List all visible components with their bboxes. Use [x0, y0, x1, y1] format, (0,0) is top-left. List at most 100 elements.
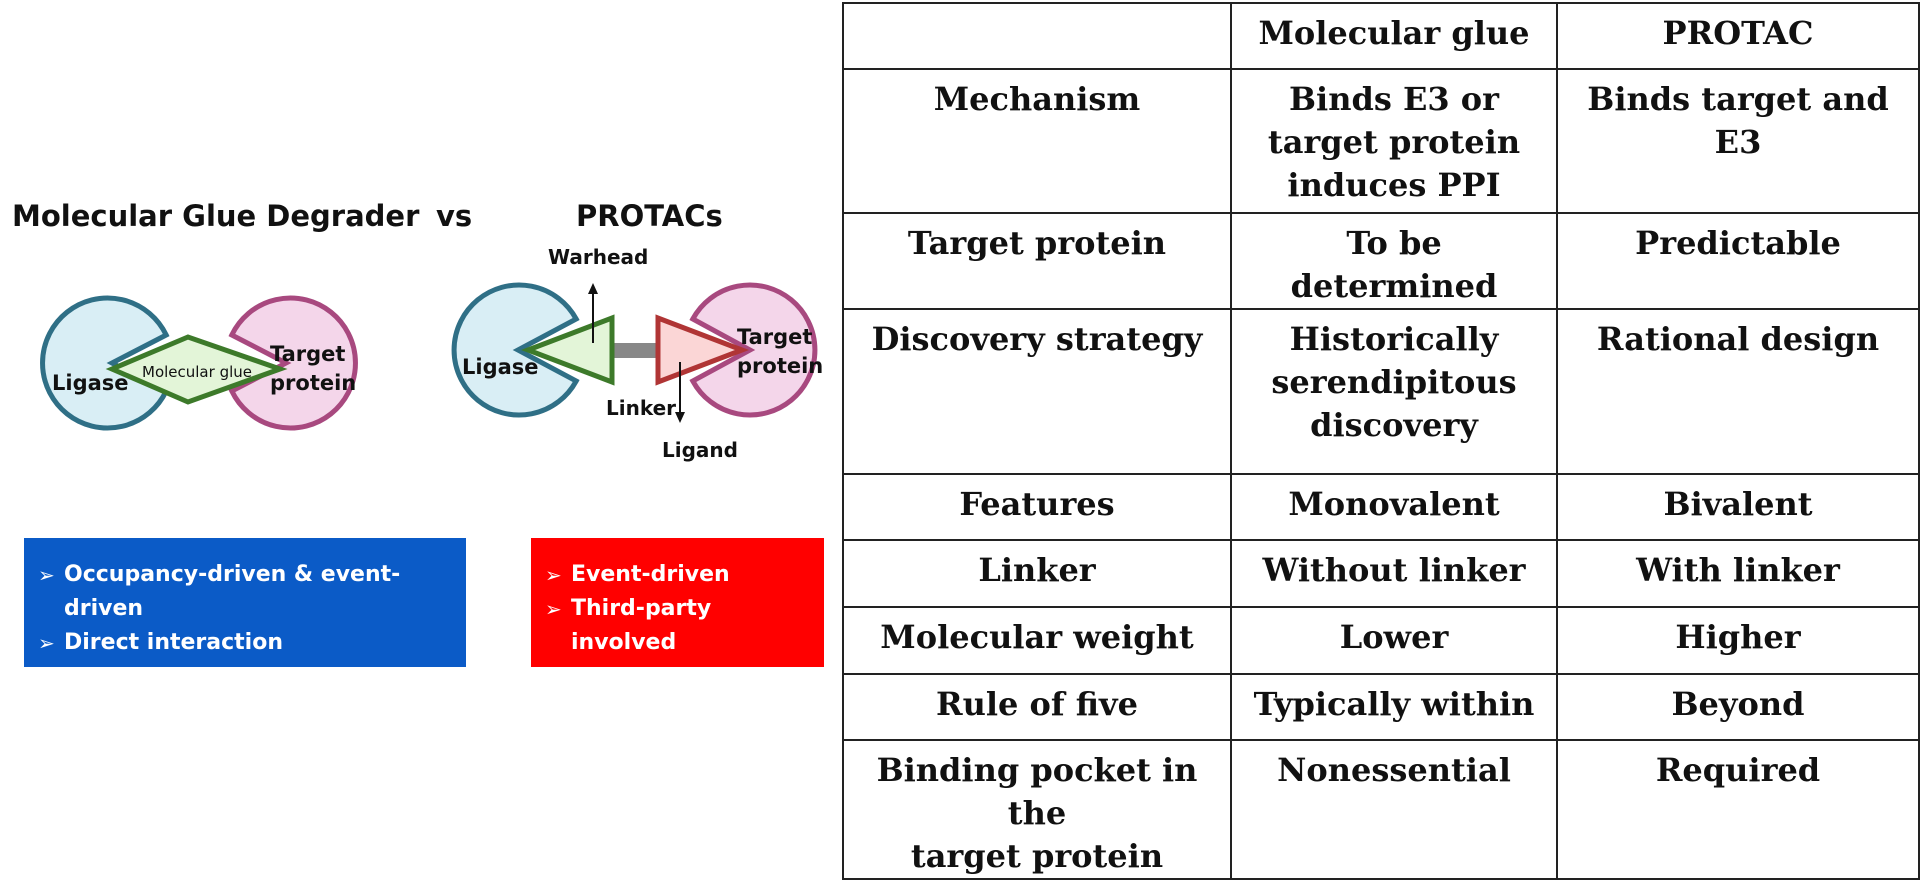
table-row: Linker Without linker With linker	[842, 539, 1920, 608]
glue-degrader-title: Molecular Glue Degrader	[12, 199, 420, 233]
glue-feature-item: ➢ Occupancy-driven & event- driven	[24, 558, 456, 626]
protac-cell: Binds target and E3	[1556, 68, 1920, 214]
molecular-glue-cell: Lower	[1230, 606, 1558, 675]
protac-cell-text: Higher	[1675, 618, 1801, 656]
protac-feature-text: Third-party	[571, 596, 712, 621]
protac-feature-text-cont: involved	[571, 630, 677, 655]
protac-warhead-shape	[520, 314, 615, 386]
protac-feature-item: ➢ Event-driven	[531, 558, 814, 592]
table-row: Mechanism Binds E3 or target protein induce…	[842, 68, 1920, 214]
row-label-cell: Molecular weight	[842, 606, 1232, 675]
row-label-cell-text: Molecular weight	[880, 618, 1194, 656]
bullet-arrow-icon: ➢	[545, 563, 562, 587]
protac-cell: Required	[1556, 739, 1920, 880]
protac-ligand-shape	[655, 314, 750, 386]
molecular-glue-cell-text: Binds E3 or	[1289, 80, 1499, 118]
glue-features-box: ➢ Occupancy-driven & event- driven ➢ Dir…	[24, 538, 466, 667]
protac-cell-text: Binds target and E3	[1587, 80, 1889, 161]
header-protac: PROTAC	[1556, 2, 1920, 70]
glue-features-list: ➢ Occupancy-driven & event- driven ➢ Dir…	[24, 558, 456, 660]
glue-molecule-label: Molecular glue	[142, 363, 252, 381]
glue-feature-text: Occupancy-driven & event-	[64, 562, 401, 587]
protac-feature-item: ➢ Third-party involved	[531, 592, 814, 660]
protac-cell: Bivalent	[1556, 473, 1920, 541]
table-row: Discovery strategy Historically serendipit…	[842, 308, 1920, 475]
row-label-cell-text: Rule of five	[936, 685, 1138, 723]
warhead-label: Warhead	[548, 245, 648, 269]
bullet-arrow-icon: ➢	[545, 597, 562, 621]
row-label-cell-text: target protein	[910, 837, 1164, 875]
protac-cell: Higher	[1556, 606, 1920, 675]
ligand-arrowhead	[675, 412, 685, 423]
protac-cell: Beyond	[1556, 673, 1920, 741]
molecular-glue-cell-text: discovery	[1310, 406, 1478, 444]
molecular-glue-cell: Typically within	[1230, 673, 1558, 741]
protac-ligase-shape	[451, 282, 580, 418]
row-label-cell: Linker	[842, 539, 1232, 608]
row-label-cell-text: Discovery strategy	[871, 320, 1203, 358]
molecular-glue-cell-text: To be determined	[1290, 224, 1498, 305]
protac-cell-text: Rational design	[1596, 320, 1880, 358]
table-row: Features Monovalent Bivalent	[842, 473, 1920, 541]
molecular-glue-cell-text: Without linker	[1262, 551, 1526, 589]
linker-label: Linker	[606, 396, 676, 420]
bullet-arrow-icon: ➢	[38, 631, 55, 655]
vs-label: vs	[436, 199, 472, 233]
protac-target-shape	[689, 282, 818, 418]
molecular-glue-cell: Without linker	[1230, 539, 1558, 608]
molecular-glue-cell-text: Monovalent	[1288, 485, 1500, 523]
molecular-glue-cell-text: target protein	[1267, 123, 1521, 161]
protac-cell-text: Bivalent	[1663, 485, 1813, 523]
protac-cell-text: With linker	[1636, 551, 1840, 589]
row-label-cell-text: Target protein	[907, 224, 1167, 262]
row-label-cell-text: Mechanism	[933, 80, 1141, 118]
molecular-glue-cell: Monovalent	[1230, 473, 1558, 541]
protac-illustration: Ligase Warhead Linker Ligand Target prot…	[451, 245, 823, 462]
molecular-glue-cell-text: induces PPI	[1287, 166, 1501, 204]
protac-cell: With linker	[1556, 539, 1920, 608]
row-label-cell: Rule of five	[842, 673, 1232, 741]
glue-target-shape	[228, 295, 358, 431]
glue-feature-text: Direct interaction	[64, 630, 284, 655]
protac-cell-text: Required	[1655, 751, 1821, 789]
protac-target-label-2: protein	[737, 354, 823, 378]
table-row: Target protein To be determined Predictabl…	[842, 212, 1920, 310]
protac-linker-shape	[612, 343, 658, 358]
molecular-glue-cell: Nonessential	[1230, 739, 1558, 880]
protac-cell: Predictable	[1556, 212, 1920, 310]
warhead-arrowhead	[588, 283, 598, 294]
molecular-glue-cell-text: Nonessential	[1277, 751, 1511, 789]
glue-degrader-illustration: Ligase Molecular glue Target protein	[40, 295, 358, 431]
table-row: Rule of five Typically within Beyond	[842, 673, 1920, 741]
glue-feature-text-cont: driven	[64, 596, 144, 621]
protac-cell: Rational design	[1556, 308, 1920, 475]
molecular-glue-cell-text: Historically	[1289, 320, 1499, 358]
row-label-cell: Features	[842, 473, 1232, 541]
molecular-glue-cell-text: Typically within	[1253, 685, 1535, 723]
table-row: Molecular weight Lower Higher	[842, 606, 1920, 675]
row-label-cell: Discovery strategy	[842, 308, 1232, 475]
protacs-title: PROTACs	[576, 199, 723, 233]
bullet-arrow-icon: ➢	[38, 563, 55, 587]
ligand-label: Ligand	[662, 438, 738, 462]
row-label-cell-text: Features	[959, 485, 1115, 523]
molecular-glue-cell-text: serendipitous	[1271, 363, 1517, 401]
molecular-glue-cell: To be determined	[1230, 212, 1558, 310]
protac-cell-text: Beyond	[1671, 685, 1805, 723]
row-label-cell-text: Linker	[978, 551, 1096, 589]
glue-feature-item: ➢ Direct interaction	[24, 626, 456, 660]
protac-feature-text: Event-driven	[571, 562, 730, 587]
row-label-cell: Mechanism	[842, 68, 1232, 214]
molecular-glue-shape	[105, 334, 288, 405]
protac-target-label-1: Target	[737, 325, 812, 349]
glue-ligase-shape	[40, 295, 170, 431]
molecular-glue-cell-text: Lower	[1339, 618, 1449, 656]
protac-cell-text: Predictable	[1635, 224, 1841, 262]
row-label-cell: Target protein	[842, 212, 1232, 310]
molecular-glue-cell: Binds E3 or target protein induces PPI	[1230, 68, 1558, 214]
protac-ligase-label: Ligase	[462, 355, 539, 379]
header-blank-cell	[842, 2, 1232, 70]
